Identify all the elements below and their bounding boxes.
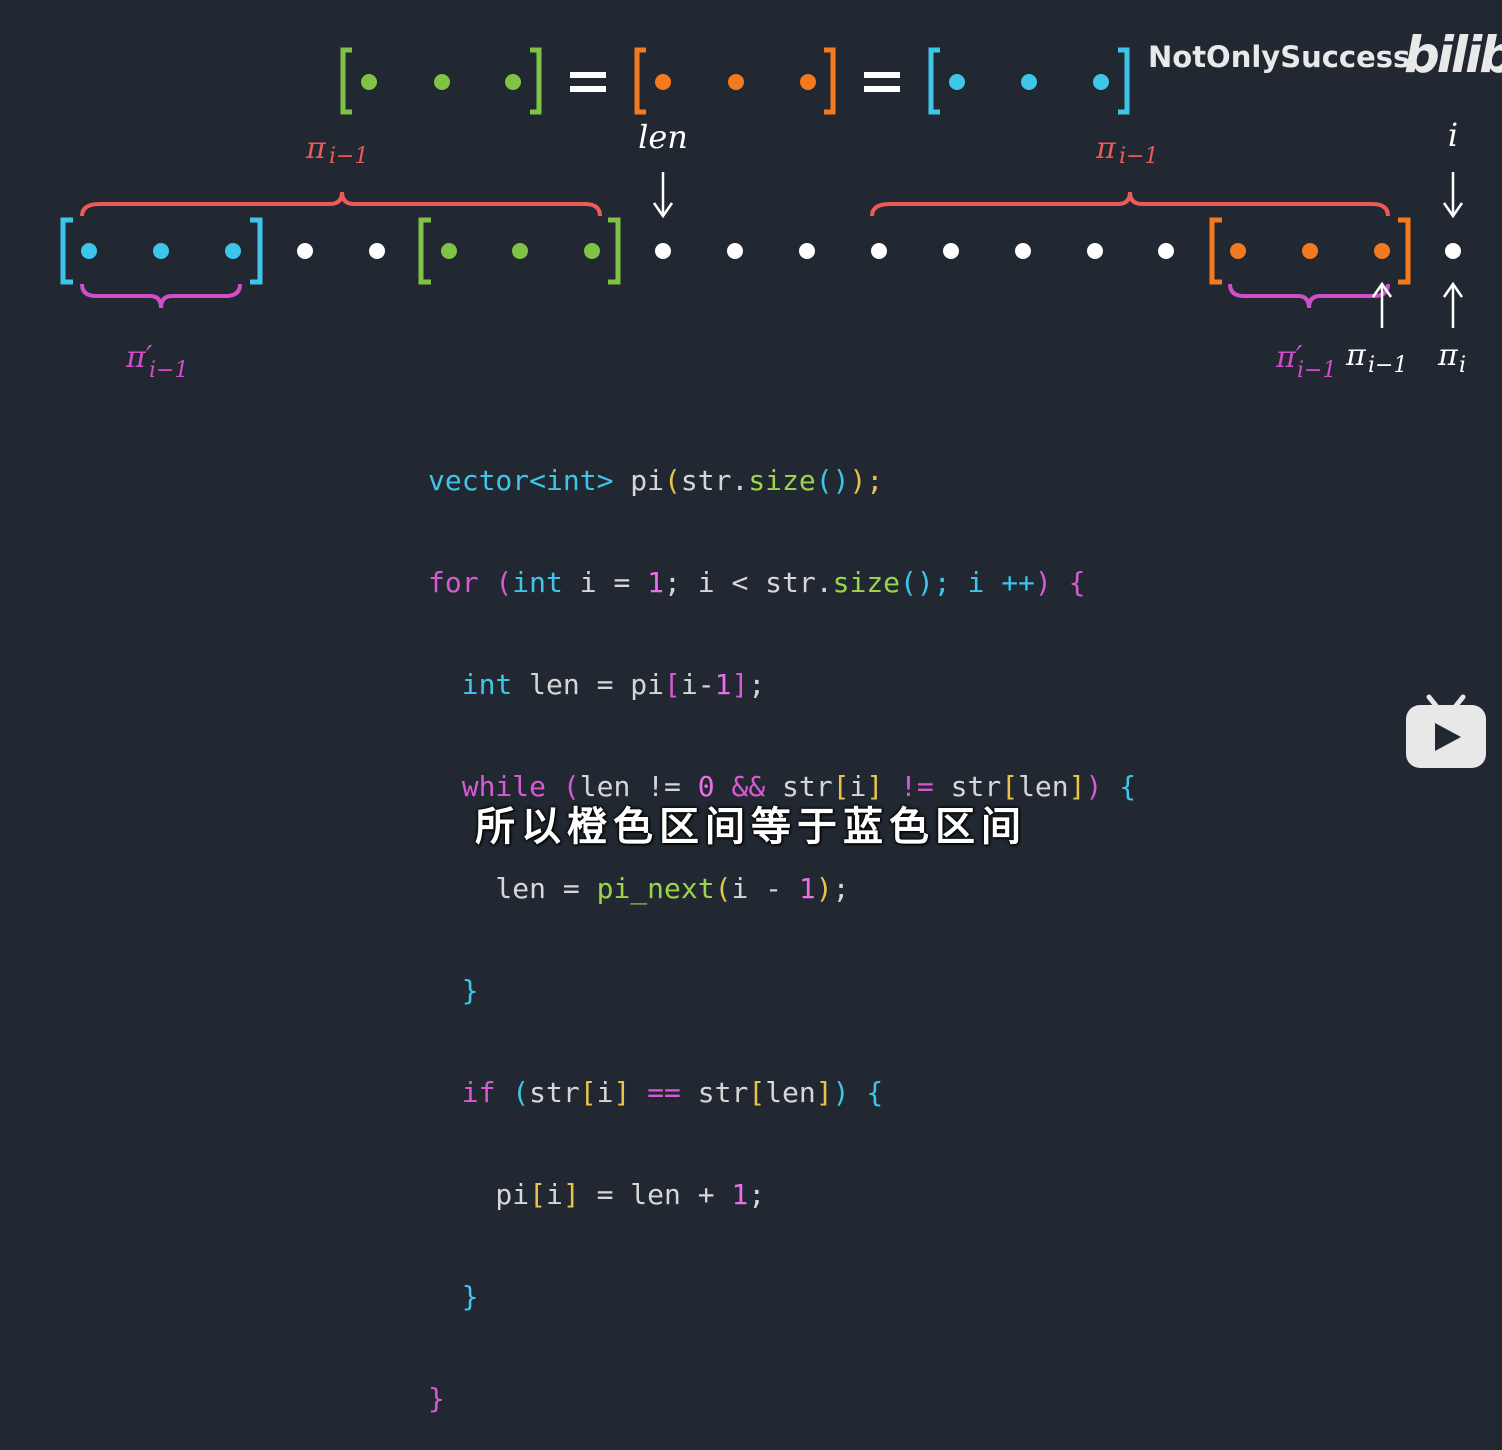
orange-left-bracket xyxy=(1209,217,1222,285)
green-dot xyxy=(584,243,600,259)
orange-right-bracket xyxy=(824,47,836,115)
white-dot xyxy=(1087,243,1103,259)
equals-sign xyxy=(570,72,606,92)
green-left-bracket xyxy=(340,47,352,115)
equation-row xyxy=(340,47,1130,115)
green-dot xyxy=(361,74,377,90)
cyan-left-bracket xyxy=(928,47,940,115)
cyan-right-bracket xyxy=(1118,47,1130,115)
svg-text:i−1: i−1 xyxy=(1119,144,1158,169)
orange-dot xyxy=(1302,243,1318,259)
i-label: i xyxy=(1448,116,1458,154)
pi-i-up-arrow xyxy=(1442,281,1464,328)
main-row xyxy=(60,217,1461,285)
green-right-bracket xyxy=(608,217,621,285)
equals-sign xyxy=(864,72,900,92)
svg-text:i: i xyxy=(1459,353,1466,378)
svg-text:π: π xyxy=(1437,338,1459,373)
play-button[interactable] xyxy=(1405,693,1487,769)
svg-text:i−1: i−1 xyxy=(1368,353,1407,378)
pi-prime-right-label: π′ i−1 xyxy=(1275,340,1336,383)
svg-text:i−1: i−1 xyxy=(149,358,188,383)
cyan-group xyxy=(928,47,1130,115)
white-dot xyxy=(1015,243,1031,259)
cyan-dot xyxy=(153,243,169,259)
code-line-5: len = pi_next(i - 1); xyxy=(428,872,850,905)
white-dot xyxy=(943,243,959,259)
subtitle-caption: 所以橙色区间等于蓝色区间 xyxy=(475,804,1027,850)
code-line-1: vector<int> pi(str.size()); xyxy=(428,464,884,497)
white-dot xyxy=(1445,243,1461,259)
len-label: len xyxy=(638,118,688,156)
channel-watermark: NotOnlySuccess xyxy=(1148,40,1411,74)
white-dot xyxy=(369,243,385,259)
svg-text:π: π xyxy=(1095,131,1117,166)
code-line-8: pi[i] = len + 1; xyxy=(428,1178,766,1211)
orange-dot xyxy=(655,74,671,90)
green-right-bracket xyxy=(530,47,542,115)
green-dot xyxy=(441,243,457,259)
green-left-bracket xyxy=(418,217,431,285)
svg-text:π: π xyxy=(1345,338,1367,373)
red-brace-right xyxy=(870,191,1390,217)
svg-text:i−1: i−1 xyxy=(1297,358,1336,383)
cyan-dot xyxy=(225,243,241,259)
cyan-dot xyxy=(81,243,97,259)
orange-dot xyxy=(800,74,816,90)
cyan-dot xyxy=(1021,74,1037,90)
play-icon xyxy=(1435,723,1461,751)
white-dot xyxy=(727,243,743,259)
orange-group xyxy=(634,47,836,115)
cyan-right-bracket xyxy=(250,217,263,285)
pi-im1-left-label: π i−1 xyxy=(305,131,368,169)
svg-text:π: π xyxy=(305,131,327,166)
pi-im1-up-arrow xyxy=(1371,281,1393,328)
orange-left-bracket xyxy=(634,47,646,115)
code-line-10: } xyxy=(428,1382,445,1415)
bilibili-logo: bilibili xyxy=(1404,26,1502,84)
code-line-9: } xyxy=(461,1280,479,1313)
orange-dot xyxy=(728,74,744,90)
white-dot xyxy=(1158,243,1174,259)
pi-im1-bottom-label: π i−1 xyxy=(1345,338,1407,378)
red-brace-left xyxy=(80,191,602,217)
code-line-7: if (str[i] == str[len]) { xyxy=(461,1076,884,1109)
green-dot xyxy=(505,74,521,90)
i-arrow xyxy=(1442,172,1464,219)
green-dot xyxy=(434,74,450,90)
kmp-diagram: len i π i−1 π i−1 xyxy=(60,47,1466,383)
svg-text:π′: π′ xyxy=(125,340,153,375)
cyan-left-bracket xyxy=(60,217,73,285)
white-dot xyxy=(297,243,313,259)
pi-prime-left-label: π′ i−1 xyxy=(125,340,188,383)
svg-text:π′: π′ xyxy=(1275,340,1303,375)
orange-dot xyxy=(1230,243,1246,259)
code-block: vector<int> pi(str.size()); for (int i =… xyxy=(428,396,1136,1450)
code-line-4: while (len != 0 && str[i] != str[len]) { xyxy=(461,770,1137,803)
svg-text:i−1: i−1 xyxy=(329,144,368,169)
white-dot xyxy=(799,243,815,259)
orange-right-bracket xyxy=(1398,217,1411,285)
white-dot xyxy=(655,243,671,259)
pi-im1-right-label: π i−1 xyxy=(1095,131,1158,169)
code-line-6: } xyxy=(461,974,479,1007)
magenta-brace-right xyxy=(1228,283,1390,309)
cyan-dot xyxy=(1093,74,1109,90)
green-group xyxy=(340,47,542,115)
cyan-dot xyxy=(949,74,965,90)
magenta-brace-left xyxy=(80,283,242,309)
code-line-3: int len = pi[i-1]; xyxy=(461,668,766,701)
green-dot xyxy=(512,243,528,259)
orange-dot xyxy=(1374,243,1390,259)
len-arrow xyxy=(652,172,674,219)
pi-i-label: π i xyxy=(1437,338,1466,378)
code-line-2: for (int i = 1; i < str.size(); i ++) { xyxy=(428,566,1086,599)
white-dot xyxy=(871,243,887,259)
